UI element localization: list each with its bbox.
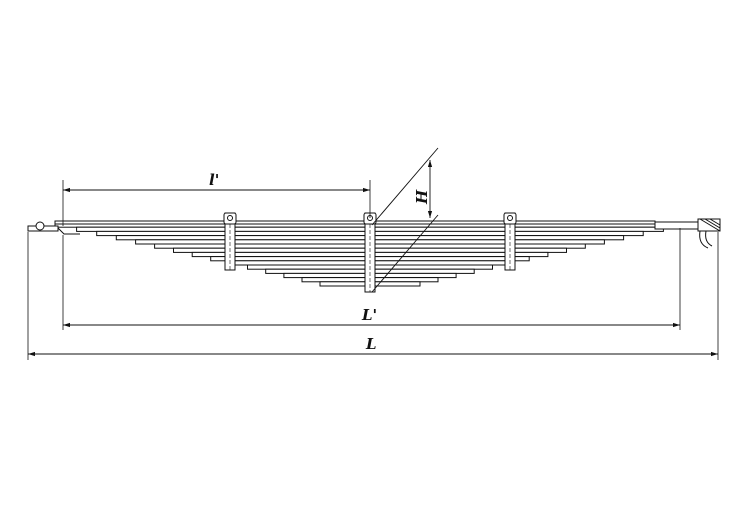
clamp-bolt [507,215,513,221]
dimension-short-span: l' [62,171,371,226]
dimension-height: H [371,147,439,293]
clamp-icon [223,212,237,271]
dimension-loaded-length: L' [62,228,681,330]
main-leaf [54,220,656,225]
total-length-label: L [365,335,377,353]
clamp-icon [503,212,517,271]
dimension-total-length: L [27,232,719,360]
short-span-label: l' [209,171,219,189]
loaded-length-label: L' [361,306,377,324]
spring-clamps [223,212,517,293]
clamp-bolt [227,215,233,221]
clamp-icon [363,212,377,293]
height-label: H [413,189,431,205]
right-spring-eye [654,218,721,249]
left-spring-eye [27,221,80,235]
